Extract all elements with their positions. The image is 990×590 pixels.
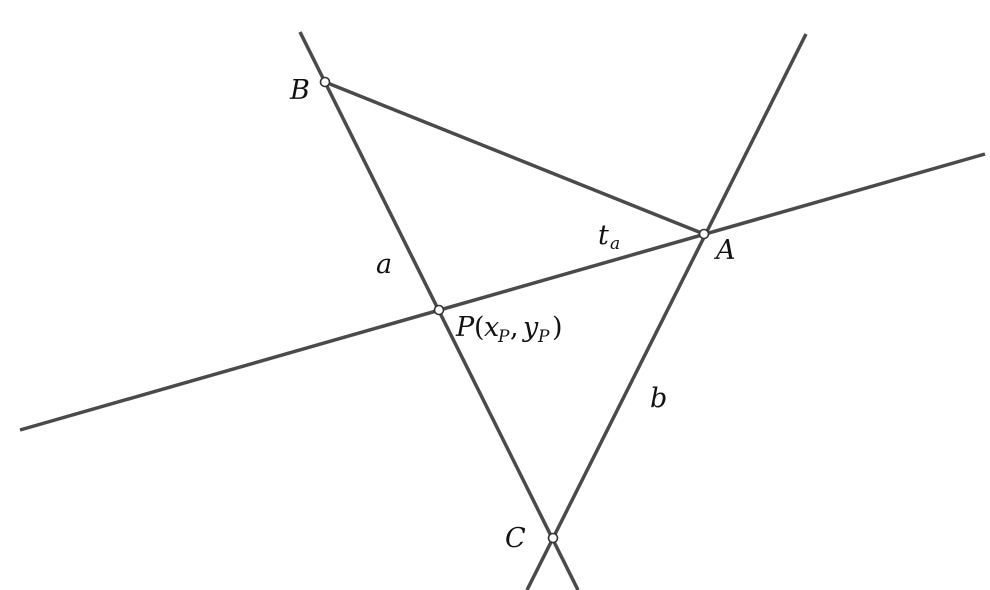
point-p[interactable]	[433, 304, 445, 316]
label-line-t-subscript: a	[610, 234, 620, 254]
label-a: A	[713, 235, 736, 266]
label-p: P	[455, 312, 475, 343]
label-p-comma: ,	[510, 312, 519, 343]
label-p-y-subscript: P	[537, 327, 550, 347]
label-b: B	[289, 75, 310, 106]
label-p-open-paren: (	[474, 312, 485, 343]
point-b[interactable]	[319, 76, 331, 88]
segment-ba	[324, 80, 705, 236]
label-p-x: x	[484, 312, 499, 343]
label-line-t-a: t a	[598, 220, 620, 254]
label-p-x-subscript: P	[497, 327, 510, 347]
label-line-a: a	[376, 249, 392, 280]
line-t-a	[19, 152, 986, 432]
label-p-y: y	[522, 312, 539, 343]
label-p-close-paren: )	[552, 312, 563, 343]
label-line-t: t	[598, 220, 609, 251]
line-b	[525, 33, 808, 590]
label-c: C	[505, 523, 526, 554]
label-line-b: b	[650, 383, 667, 414]
point-c[interactable]	[547, 532, 559, 544]
label-p-coordinates: P ( x P , y P )	[455, 312, 563, 347]
point-a[interactable]	[698, 228, 710, 240]
